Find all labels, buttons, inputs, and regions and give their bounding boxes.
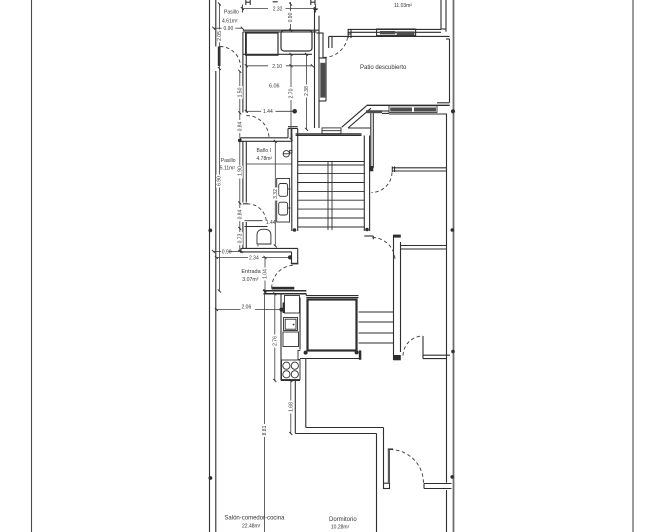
svg-text:1.50: 1.50 [237, 87, 243, 97]
svg-text:Patio descubierto: Patio descubierto [360, 65, 407, 71]
svg-text:0.73: 0.73 [237, 233, 243, 243]
svg-text:0.90: 0.90 [222, 249, 232, 255]
svg-text:Pasillo: Pasillo [221, 158, 236, 164]
svg-text:11.03m²: 11.03m² [394, 3, 412, 9]
svg-text:3.32: 3.32 [273, 189, 279, 199]
svg-text:1.90: 1.90 [237, 166, 243, 176]
svg-text:Baño I: Baño I [257, 148, 271, 154]
svg-text:22.48m²: 22.48m² [242, 523, 261, 529]
svg-text:2.05: 2.05 [217, 31, 223, 41]
svg-text:8.81: 8.81 [262, 425, 268, 435]
svg-text:6.90: 6.90 [217, 176, 223, 186]
svg-text:10.28m²: 10.28m² [331, 524, 350, 530]
svg-text:1.44: 1.44 [266, 220, 276, 226]
svg-text:5.11m²: 5.11m² [220, 166, 236, 172]
svg-text:2.10: 2.10 [272, 64, 282, 70]
svg-text:2.38: 2.38 [304, 86, 310, 96]
svg-text:Pasillo: Pasillo [224, 10, 239, 16]
svg-text:4.78m²: 4.78m² [257, 156, 273, 162]
svg-text:6.06: 6.06 [269, 84, 280, 90]
svg-text:3.07m²: 3.07m² [242, 277, 258, 283]
svg-text:2.70: 2.70 [289, 88, 295, 98]
svg-text:2.34: 2.34 [249, 256, 259, 262]
svg-text:Salón-comedor-cocina: Salón-comedor-cocina [224, 515, 285, 521]
svg-text:4.61m²: 4.61m² [222, 19, 238, 25]
svg-text:2.06: 2.06 [242, 305, 252, 311]
svg-text:Entrada: Entrada [241, 269, 261, 275]
svg-text:1.04: 1.04 [263, 269, 269, 279]
svg-text:0.90: 0.90 [288, 12, 294, 22]
svg-text:0.90: 0.90 [224, 26, 234, 32]
svg-text:0.84: 0.84 [237, 209, 243, 219]
svg-text:0.84: 0.84 [237, 121, 243, 131]
svg-text:Dormitorio: Dormitorio [329, 517, 357, 523]
svg-text:2.76: 2.76 [272, 336, 278, 346]
svg-text:1.68: 1.68 [288, 402, 294, 412]
svg-text:2.32: 2.32 [273, 6, 283, 12]
svg-text:1.44: 1.44 [263, 109, 273, 115]
